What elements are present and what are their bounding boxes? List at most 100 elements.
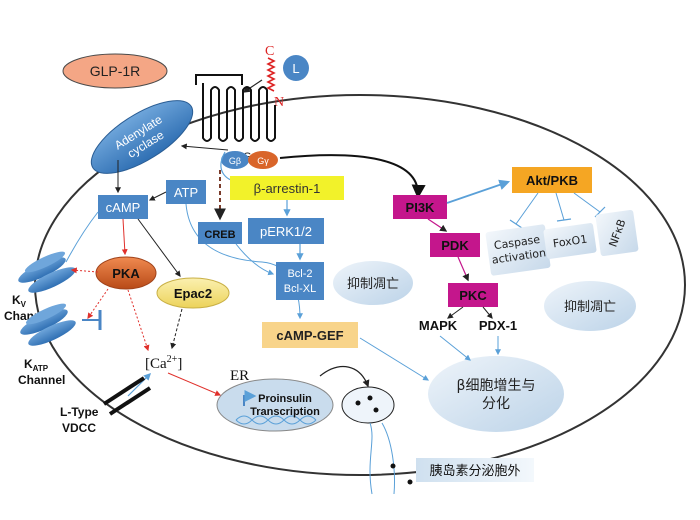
pkc-to-mapk-arrow	[447, 306, 464, 319]
epac2-to-ca-arrow	[170, 308, 183, 350]
camp-box	[98, 195, 148, 219]
creb-label: CREB	[204, 229, 235, 241]
pi3k-to-akt-arrow	[446, 179, 511, 204]
vesicle-granule-3	[373, 407, 379, 413]
pkc-label: PKC	[459, 288, 487, 303]
beta-cell-label: β细胞增生与分化	[457, 378, 536, 412]
b-arrestin-label: β-arrestin-1	[254, 181, 321, 196]
pka-to-kv-arrow	[70, 267, 99, 274]
ca-to-er-arrow	[167, 372, 222, 396]
pdk-box	[430, 233, 480, 257]
atp-label: ATP	[174, 185, 198, 200]
gs-to-ac-arrow	[180, 143, 229, 151]
camp-gef-label: cAMP-GEF	[276, 328, 343, 343]
vesicle-granule-2	[367, 395, 373, 401]
vdcc-to-ca-arrow	[127, 372, 152, 397]
inhibit-apoptosis-label-1: 抑制凋亡	[347, 277, 399, 292]
camp-to-kv-line	[65, 211, 99, 263]
vdcc-bar-1	[102, 376, 146, 406]
mapk-to-beta-arrow	[439, 335, 471, 361]
atp-box	[166, 180, 206, 204]
pi3k-label: PI3K	[406, 200, 436, 215]
glp1r-label-bg	[62, 53, 168, 89]
adenylate-cyclase	[90, 100, 194, 174]
perk-label: pERK1/2	[260, 224, 312, 239]
akt-inhibits-foxo1-bar	[556, 218, 572, 222]
ligand-peptide	[266, 57, 276, 92]
epac2-label: Epac2	[174, 286, 212, 301]
gy-label: Gγ	[257, 156, 269, 166]
bcl2-label: Bcl-2	[287, 268, 312, 280]
akt-label: Akt/PKB	[526, 173, 578, 188]
pdx1-label: PDX-1	[479, 318, 517, 333]
creb-to-bcl-arrow	[235, 243, 275, 276]
er-to-vesicle-arrow	[319, 366, 370, 388]
pdk-to-pkc-arrow	[457, 256, 470, 282]
inhibit-apoptosis-oval-2	[544, 281, 636, 331]
akt-inhibits-foxo1	[555, 192, 565, 221]
exocytosis-path	[369, 422, 395, 495]
perk-box	[248, 218, 324, 244]
gs-to-pi3k-arrow	[279, 154, 426, 199]
pka-label: PKA	[112, 266, 140, 281]
atp-to-camp-arrow	[148, 191, 167, 201]
n-terminus-label: N	[274, 95, 284, 110]
akt-inhibits-caspase	[515, 192, 539, 225]
pka-to-ca-arrow	[127, 289, 150, 352]
camp-to-epac2-arrow	[137, 218, 181, 277]
akt-inhibits-nfkb	[573, 192, 601, 213]
bcl-box	[276, 262, 324, 300]
gy-subunit	[248, 151, 278, 169]
gb-label: Gβ	[229, 156, 241, 166]
insulin-secretion-bg	[416, 458, 534, 482]
foxo1-tile	[543, 223, 597, 259]
pkc-box	[448, 283, 498, 307]
bclxl-label: Bcl-XL	[284, 283, 316, 295]
inhibit-apoptosis-label-2: 抑制凋亡	[564, 300, 616, 315]
ligand-binding-arrow	[242, 79, 263, 93]
calcium-label: [Ca2+]	[145, 354, 182, 372]
nfkb-tile	[595, 209, 639, 257]
transcription-arrow-icon	[243, 390, 257, 406]
ligand-circle	[283, 55, 309, 81]
pdk-label: PDK	[441, 238, 469, 253]
er-label: ER	[230, 368, 249, 384]
ligand-label: L	[292, 61, 299, 76]
secreted-granule-2	[407, 479, 413, 485]
glp1r-label: GLP-1R	[90, 63, 141, 79]
caspase-tile	[485, 224, 551, 276]
camp-gef-box	[262, 322, 358, 348]
pi3k-box	[393, 195, 447, 219]
camp-label: cAMP	[106, 200, 141, 215]
dna-helix-icon	[235, 415, 317, 425]
foxo1-label: FoxO1	[552, 233, 588, 251]
receptor-transmembrane	[195, 74, 276, 142]
pka-oval	[95, 256, 157, 290]
er-nucleus-oval	[216, 378, 334, 432]
beta-cell-proliferation-oval	[428, 356, 564, 432]
gb-subunit	[221, 151, 249, 169]
insulin-secretion-label: 胰岛素分泌胞外	[429, 463, 520, 479]
pkc-to-pdx1-arrow	[482, 306, 493, 319]
akt-inhibits-caspase-bar	[509, 219, 523, 229]
camp-gef-to-beta-arrow	[359, 337, 430, 381]
pka-inhibits-katp	[87, 288, 109, 319]
akt-box	[512, 167, 592, 193]
vesicle-granule-1	[355, 400, 361, 406]
epac2-oval	[156, 277, 230, 309]
katp-channel-icon	[20, 303, 76, 346]
kv-channel-icon	[18, 251, 76, 293]
camp-to-pka-arrow	[121, 218, 128, 256]
mapk-label: MAPK	[419, 318, 458, 333]
creb-box	[198, 222, 242, 244]
secretory-vesicle	[341, 386, 395, 424]
pi3k-to-pdk-arrow	[427, 218, 448, 232]
vdcc-bar-2	[108, 386, 152, 416]
inhibit-apoptosis-oval-1	[333, 261, 413, 305]
b-arrestin-box	[230, 176, 344, 200]
secreted-granule-1	[390, 463, 396, 469]
